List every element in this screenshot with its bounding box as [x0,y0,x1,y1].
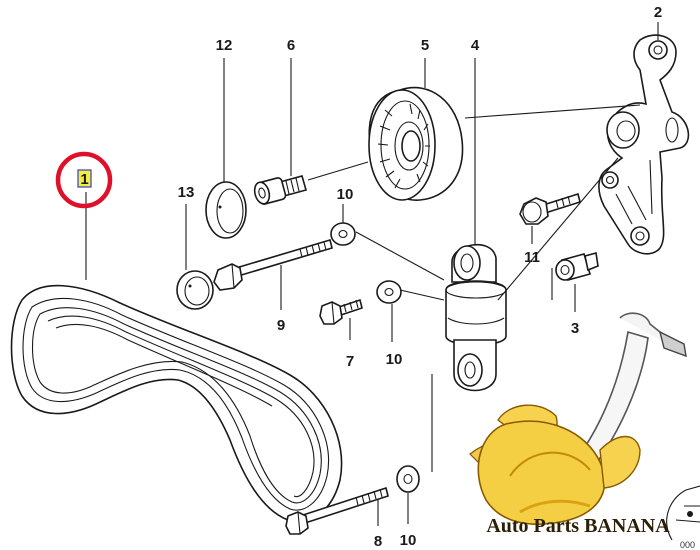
cap-small-part[interactable] [176,270,214,310]
highlight-circle [55,151,113,209]
socket-bolt-part[interactable] [252,175,307,205]
callout-7: 7 [346,353,354,370]
long-bolt-part[interactable] [213,238,333,291]
bushing-part[interactable] [555,251,599,281]
washer-middle-part[interactable] [376,280,402,304]
banana-logo [469,312,687,525]
callout-10-lower: 10 [400,532,417,549]
callout-12: 12 [216,37,233,54]
idler-pulley-part[interactable] [368,86,464,201]
figure-code-text: 000 [680,540,695,550]
hex-bolt-short-part[interactable] [319,298,363,325]
flange-bolt-part[interactable] [519,192,581,225]
v-belt-part[interactable] [10,284,343,523]
washer-to-tensioner-leader [355,231,445,281]
callout-1: 1 [80,171,88,188]
callout-10-upper: 10 [337,186,354,203]
callout-6: 6 [287,37,295,54]
washer-lower-part[interactable] [396,465,420,493]
washer-upper-part[interactable] [330,222,356,246]
callout-11: 11 [524,249,540,266]
callout-4: 4 [471,37,480,54]
callout-2: 2 [654,4,662,21]
callout-3: 3 [571,320,579,337]
cap-large-part[interactable] [205,181,247,239]
tensioner-bracket-part[interactable] [598,34,690,255]
hex-bolt-long-part[interactable] [285,486,389,535]
tensioner-part[interactable] [445,243,507,392]
callout-9: 9 [277,317,285,334]
callout-10-middle: 10 [386,351,403,368]
callout-5: 5 [421,37,429,54]
corner-schematic-fragment [666,485,700,541]
washer2-to-tensioner-leader [399,289,445,301]
bolt-to-pulley-leader [307,161,369,181]
brand-watermark-text: Auto Parts BANANA [486,515,670,537]
pulley-mount-leader [464,104,641,119]
callout-8: 8 [374,533,382,550]
callout-13: 13 [178,184,195,201]
tensioner-mount-leader [497,157,619,301]
callout-1-highlight-box [77,169,92,188]
